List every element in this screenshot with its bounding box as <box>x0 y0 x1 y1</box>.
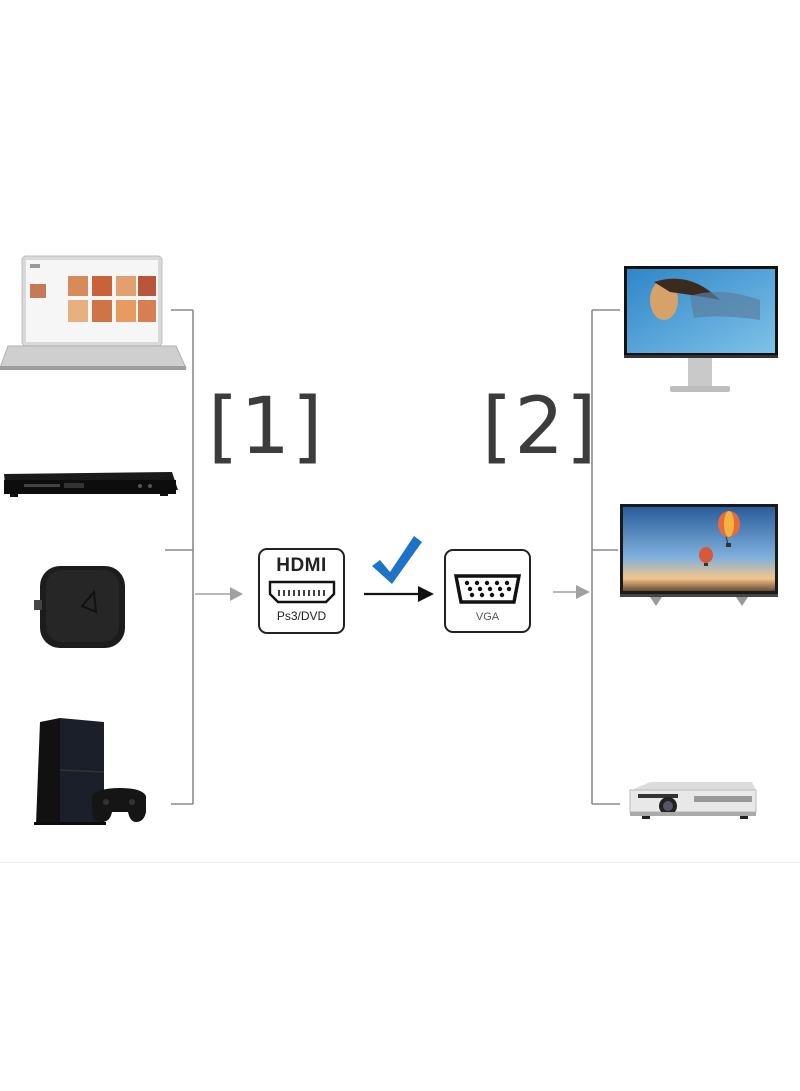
tv-box-icon <box>34 566 125 648</box>
tv-icon <box>620 504 778 606</box>
conversion-arrow <box>364 586 434 602</box>
vga-port-box <box>444 549 531 633</box>
display-group-label: [2] <box>482 382 599 472</box>
hdmi-title: HDMI <box>276 555 327 576</box>
check-mark-icon <box>372 536 422 584</box>
source-bracket <box>165 309 194 805</box>
hdmi-caption: Ps3/DVD <box>276 609 327 623</box>
laptop-icon <box>0 255 187 370</box>
hdmi-port-box <box>258 548 345 634</box>
display-bracket <box>591 309 620 805</box>
game-console-icon <box>34 718 146 825</box>
adapter-to-display-arrow <box>553 585 590 599</box>
dvd-player-icon <box>4 472 178 497</box>
source-to-adapter-arrow <box>195 587 243 601</box>
divider <box>0 862 800 863</box>
source-group-label: [1] <box>208 382 325 472</box>
projector-icon <box>629 782 757 819</box>
monitor-icon <box>624 266 778 392</box>
vga-caption: VGA <box>475 611 500 623</box>
